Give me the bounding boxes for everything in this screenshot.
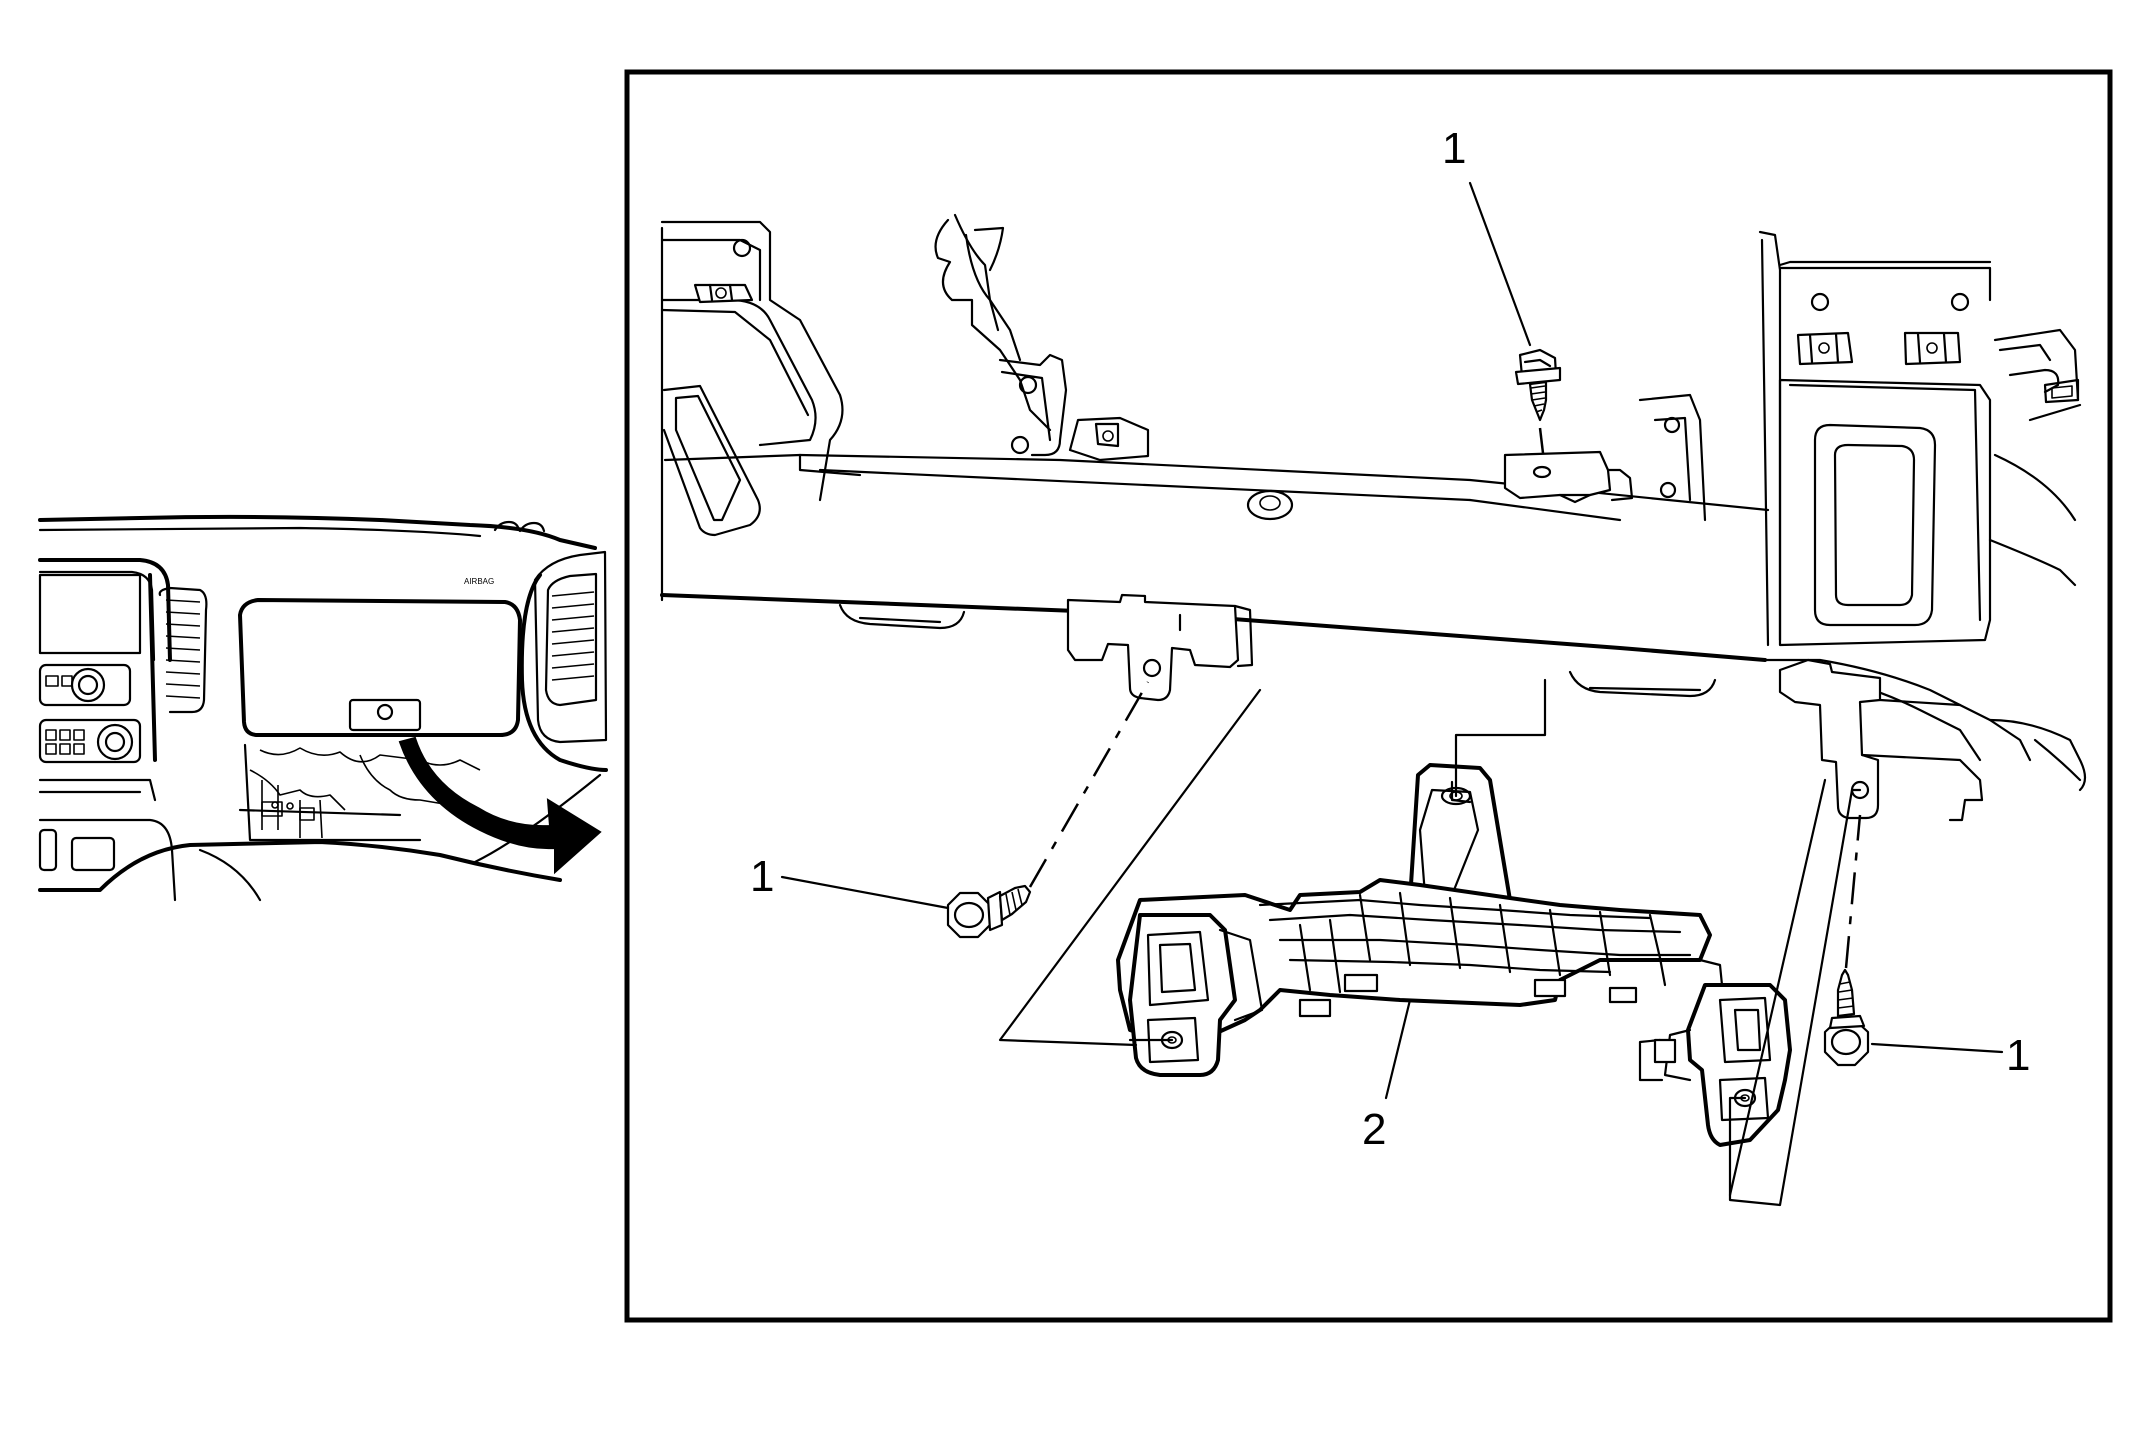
center-vent-slats	[165, 599, 201, 699]
upper-support-bracket	[934, 213, 1150, 462]
passenger-vent-slats	[551, 591, 595, 681]
left-frame-bracket	[660, 220, 844, 602]
fastener-left	[946, 681, 1150, 939]
climate-controls	[38, 663, 142, 764]
left-mount-tab	[1066, 593, 1254, 702]
callout-2: 2	[1362, 1105, 1386, 1154]
top-mount-tab	[1503, 450, 1634, 504]
under-dash-area	[238, 743, 481, 842]
right-mount-tab	[1778, 658, 1984, 822]
fastener-top	[1514, 348, 1562, 471]
fastener-right	[1823, 814, 1870, 1067]
alignment-lines	[998, 678, 1862, 1207]
callout-1-right: 1	[2006, 1031, 2030, 1080]
callout-1-top: 1	[1442, 124, 1466, 173]
callout-1-left: 1	[750, 852, 774, 901]
detail-view: 1 1 1 2	[660, 124, 2087, 1207]
callout-leaders	[780, 181, 2004, 1100]
knee-bolster-bracket	[1116, 763, 1792, 1147]
airbag-label: AIRBAG	[464, 577, 494, 586]
cross-car-beam	[660, 453, 1770, 698]
direction-arrow	[398, 736, 602, 875]
dashboard-overview: AIRBAG	[38, 514, 608, 902]
